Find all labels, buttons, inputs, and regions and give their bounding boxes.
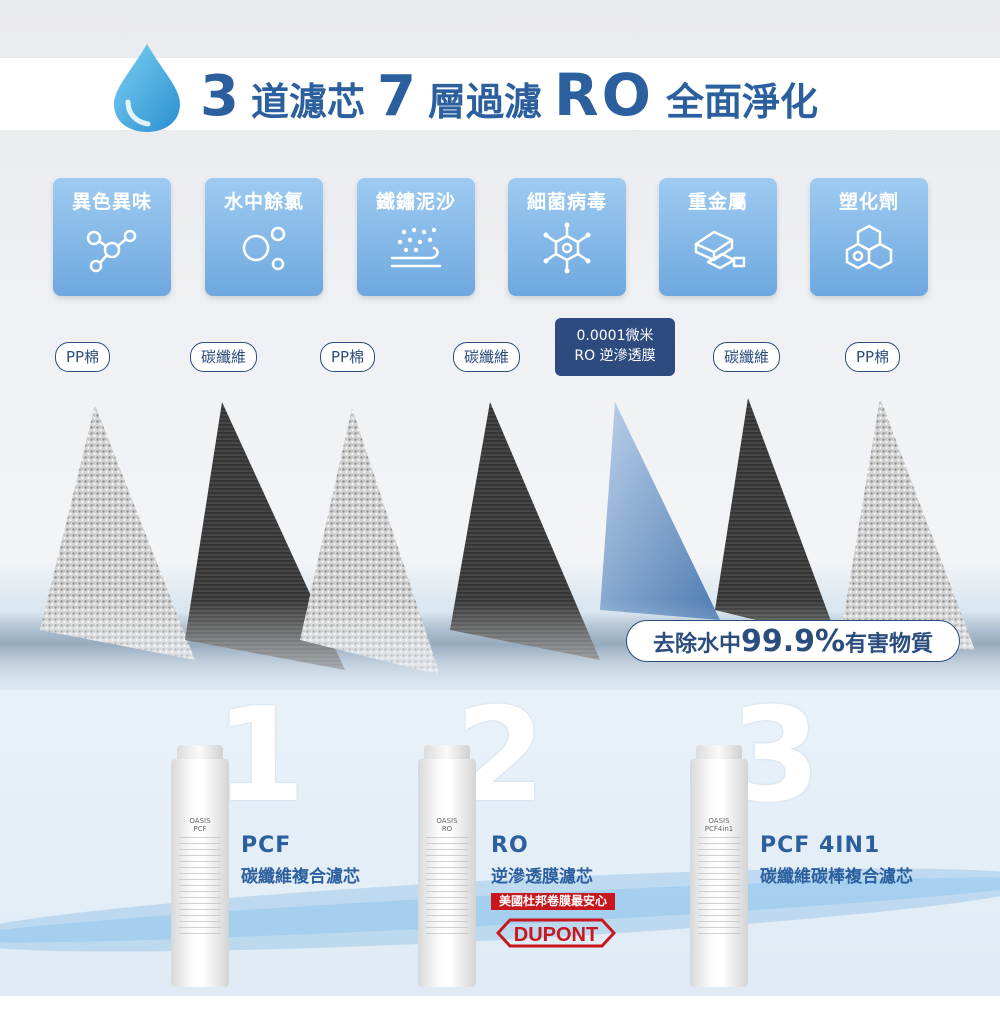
card-label: 塑化劑 xyxy=(838,191,899,213)
removal-badge: 去除水中99.9%有害物質 xyxy=(626,620,960,662)
cartridge-label: PCF4in1 xyxy=(704,825,734,833)
dupont-logo-text: DUPONT xyxy=(514,924,598,946)
card-label: 重金屬 xyxy=(687,191,748,213)
molecule-icon xyxy=(86,229,137,273)
removal-percent: 99.9% xyxy=(740,624,846,659)
card-label: 水中餘氯 xyxy=(223,191,304,213)
bottom-strip xyxy=(0,996,1000,1028)
hexagon-chemical-icon xyxy=(845,224,893,270)
dupont-badge: 美國杜邦卷膜最安心 xyxy=(491,893,615,910)
product-name-3: 碳纖維碳棒複合濾芯 xyxy=(760,867,913,887)
card-odor: 異色異味 xyxy=(53,178,171,296)
card-label: 鐵鏽泥沙 xyxy=(375,191,456,213)
card-chlorine: 水中餘氯 xyxy=(205,178,323,296)
metal-bars-icon xyxy=(694,230,746,270)
card-plasticizer: 塑化劑 xyxy=(810,178,928,296)
headline-num-2: 7 xyxy=(376,64,416,129)
removal-prefix: 去除水中 xyxy=(652,632,741,657)
ro-label-line-2: RO 逆滲透膜 xyxy=(574,348,656,364)
product-code-1: PCF xyxy=(241,833,292,858)
layer-label-carbon-3: 碳纖維 xyxy=(713,342,781,372)
virus-icon xyxy=(543,222,591,274)
layer-label-carbon-1: 碳纖維 xyxy=(190,342,258,372)
card-label: 異色異味 xyxy=(71,191,152,213)
removal-suffix: 有害物質 xyxy=(845,632,934,657)
product-code-2: RO xyxy=(491,833,529,858)
headline-part-3: 全面淨化 xyxy=(665,80,818,124)
product-number-1: 1 xyxy=(215,679,306,831)
bubbles-icon xyxy=(242,226,286,271)
dupont-logo: DUPONT xyxy=(496,918,616,948)
headline-ro: RO xyxy=(553,61,654,129)
cartridge-label: PCF xyxy=(193,825,207,833)
layer-label-ro: 0.0001微米 RO 逆滲透膜 xyxy=(555,318,675,376)
headline-part-2: 層過濾 xyxy=(427,80,542,124)
product-code-3: PCF 4IN1 xyxy=(760,833,881,858)
sediment-icon xyxy=(390,227,442,268)
filter-layers-illustration xyxy=(0,390,1000,690)
products-section xyxy=(0,690,1000,996)
headline-part-1: 道濾芯 xyxy=(250,80,365,124)
cartridge-label: RO xyxy=(441,825,453,833)
cartridge-brand: OASIS xyxy=(436,817,458,825)
cartridge-brand: OASIS xyxy=(708,817,730,825)
card-label: 細菌病毒 xyxy=(526,191,607,213)
card-bacteria: 細菌病毒 xyxy=(508,178,626,296)
headline: 3 道濾芯 7 層過濾 RO 全面淨化 xyxy=(200,60,818,130)
headline-num-1: 3 xyxy=(200,64,239,129)
product-name-1: 碳纖維複合濾芯 xyxy=(241,867,360,887)
layer-label-pp-3: PP棉 xyxy=(845,342,901,372)
layer-label-pp-2: PP棉 xyxy=(320,342,376,372)
water-drop-icon xyxy=(114,44,180,132)
layer-label-pp-1: PP棉 xyxy=(55,342,111,372)
cartridge-brand: OASIS xyxy=(189,817,211,825)
layer-label-carbon-2: 碳纖維 xyxy=(453,342,521,372)
ro-label-line-1: 0.0001微米 xyxy=(576,328,654,344)
product-name-2: 逆滲透膜濾芯 xyxy=(491,867,593,887)
card-heavy-metal: 重金屬 xyxy=(659,178,777,296)
card-sediment: 鐵鏽泥沙 xyxy=(357,178,475,296)
